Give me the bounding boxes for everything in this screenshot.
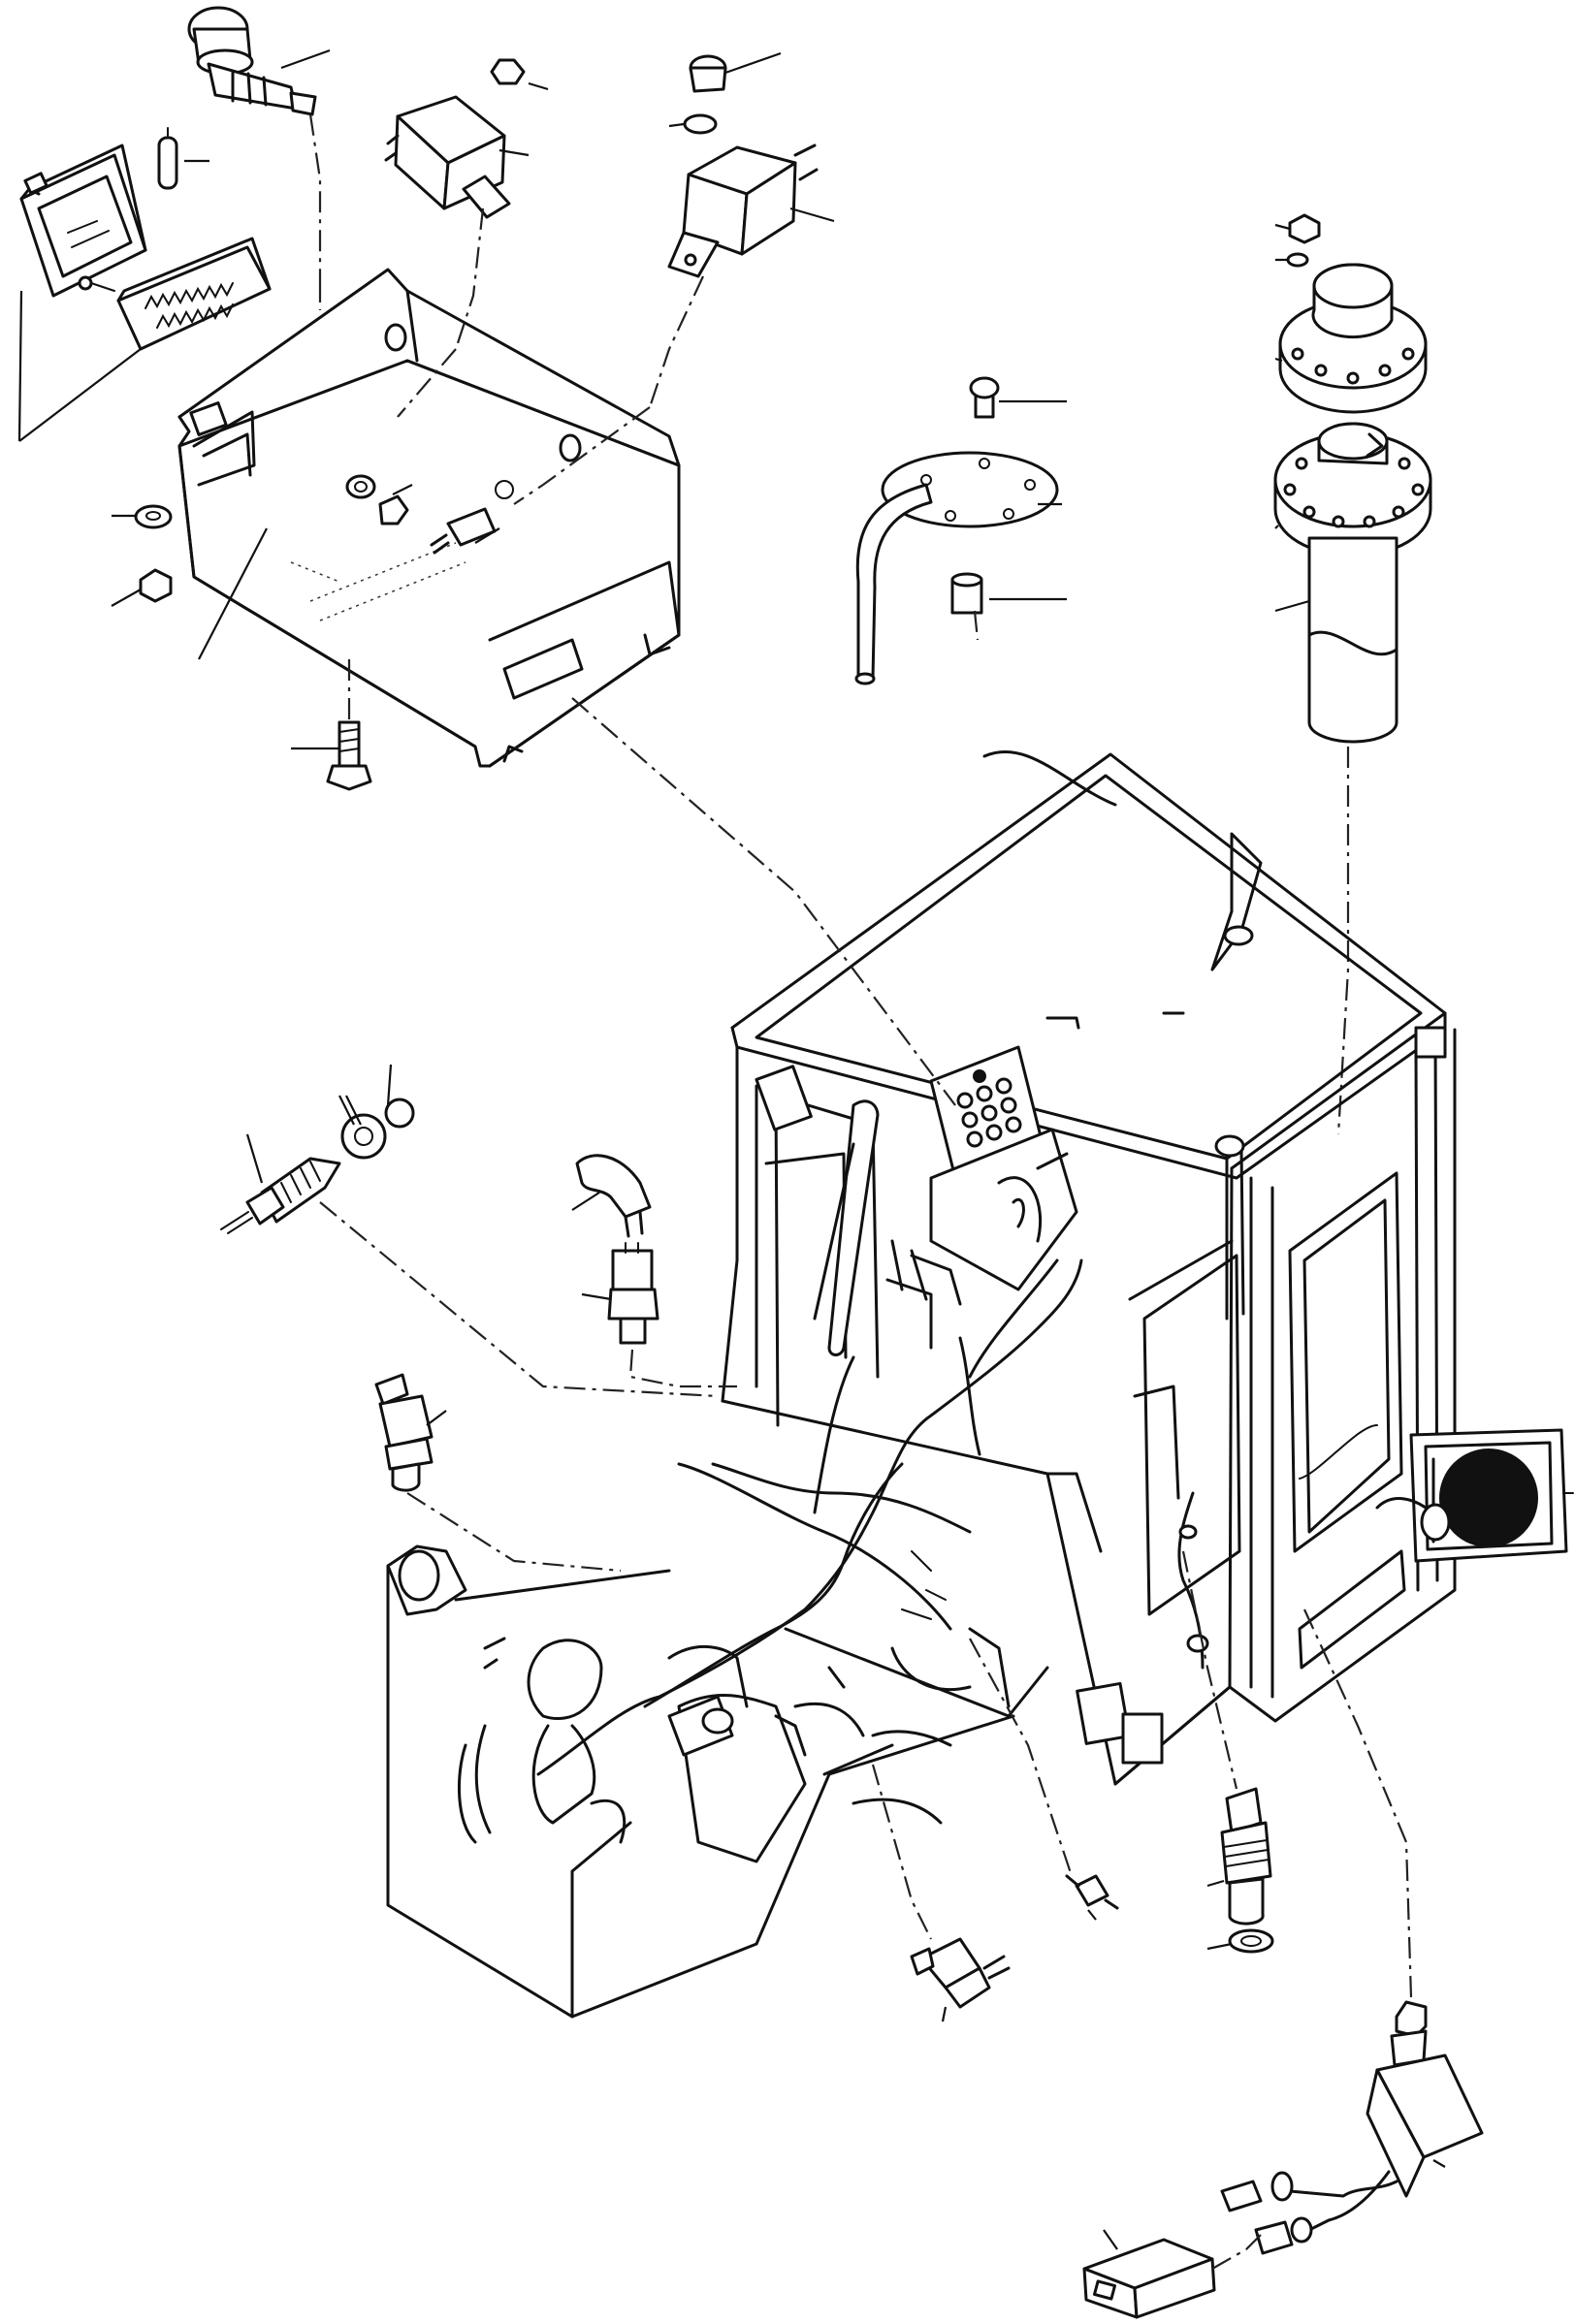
explosion-lines [318,281,980,1106]
ignition-key-switch [187,6,331,281]
fuel-sender-cover [854,376,1067,685]
horn [1220,1608,1484,2255]
relay-2 [648,51,835,408]
glow-plug-sender [220,1064,719,1398]
fuel-level-sender-unit [1273,213,1432,1135]
cab-switch-panel [885,1045,1078,1350]
coolant-temperature-switch [1181,1550,1274,1954]
fuse-cartridge [157,127,209,190]
hex-nut [111,568,173,607]
cab-frame [721,749,1457,1786]
wiper [813,1099,880,1356]
oil-pressure-switch [571,1154,737,1388]
engine [386,1544,1049,2019]
fuse-block [18,237,272,442]
water-temperature-sensor [374,1373,622,1573]
work-lamp [17,143,147,442]
relay-1 [384,58,549,350]
washer [112,504,173,529]
oil-pressure-sender [871,1764,1011,2022]
electrical-box [177,268,681,768]
connector-plug [1082,2229,1262,2319]
rotary-flasher-unit [1375,1428,1574,1563]
hex-bolt [291,659,372,791]
diode [969,1638,1119,1921]
